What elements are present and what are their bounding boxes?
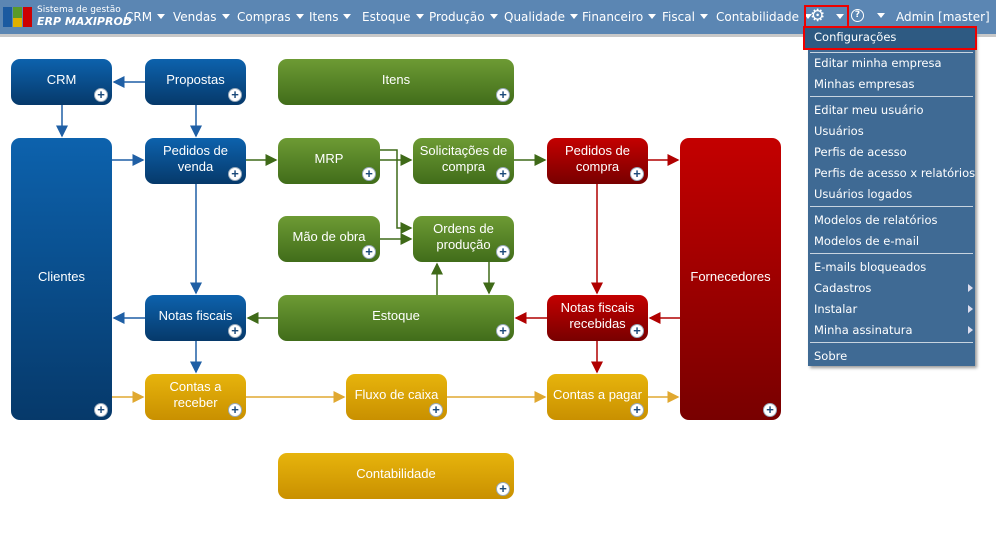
plus-icon[interactable]: + <box>630 403 644 417</box>
menu-divider <box>810 342 973 343</box>
nav-financeiro[interactable]: Financeiro <box>582 10 657 24</box>
menu-item-sobre[interactable]: Sobre <box>814 349 848 363</box>
plus-icon[interactable]: + <box>362 245 376 259</box>
chevron-right-icon <box>968 326 973 334</box>
erp-logo[interactable] <box>3 7 33 27</box>
plus-icon[interactable]: + <box>94 88 108 102</box>
flow-box-fluxo-de-caixa[interactable]: Fluxo de caixa+ <box>346 374 447 420</box>
plus-icon[interactable]: + <box>496 324 510 338</box>
menu-item-configuracoes[interactable]: Configurações <box>814 30 897 44</box>
plus-icon[interactable]: + <box>429 403 443 417</box>
gear-icon: ⚙ <box>810 6 826 26</box>
caret-down-icon <box>221 14 230 19</box>
menu-item-usuarios[interactable]: Usuários <box>814 124 864 138</box>
menu-item-perfis-de-acesso[interactable]: Perfis de acesso <box>814 145 907 159</box>
flow-box-mrp[interactable]: MRP+ <box>278 138 380 184</box>
plus-icon[interactable]: + <box>228 88 242 102</box>
caret-down-icon <box>570 14 579 19</box>
flow-box-solicitacoes-de-compra[interactable]: Solicitações de compra+ <box>413 138 514 184</box>
menu-divider <box>810 253 973 254</box>
nav-itens[interactable]: Itens <box>309 10 352 24</box>
plus-icon[interactable]: + <box>630 167 644 181</box>
nav-qualidade[interactable]: Qualidade <box>504 10 579 24</box>
nav-fiscal[interactable]: Fiscal <box>662 10 708 24</box>
chevron-right-icon <box>968 284 973 292</box>
caret-down-icon <box>157 14 166 19</box>
caret-down-icon <box>415 14 424 19</box>
menu-divider <box>810 96 973 97</box>
flow-box-mao-de-obra[interactable]: Mão de obra+ <box>278 216 380 262</box>
caret-down-icon <box>295 14 304 19</box>
flow-box-fornecedores[interactable]: Fornecedores+ <box>680 138 781 420</box>
flow-box-pedidos-de-venda[interactable]: Pedidos de venda+ <box>145 138 246 184</box>
nav-compras[interactable]: Compras <box>237 10 304 24</box>
menu-divider <box>810 52 973 53</box>
caret-down-icon <box>343 14 352 19</box>
configuracoes-highlight <box>803 26 977 50</box>
plus-icon[interactable]: + <box>496 88 510 102</box>
menu-item-modelos-de-relatorios[interactable]: Modelos de relatórios <box>814 213 938 227</box>
flow-box-notas-fiscais-recebidas[interactable]: Notas fiscais recebidas+ <box>547 295 648 341</box>
flow-box-crm[interactable]: CRM+ <box>11 59 112 105</box>
nav-contabilidade[interactable]: Contabilidade <box>716 10 812 24</box>
flow-box-contas-a-pagar[interactable]: Contas a pagar+ <box>547 374 648 420</box>
plus-icon[interactable]: + <box>362 167 376 181</box>
caret-down-icon <box>648 14 657 19</box>
caret-down-icon <box>803 14 812 19</box>
flow-box-contas-a-receber[interactable]: Contas a receber+ <box>145 374 246 420</box>
menu-item-perfis-de-acesso-x-relatorios[interactable]: Perfis de acesso x relatórios <box>814 166 976 180</box>
caret-down-icon <box>699 14 708 19</box>
plus-icon[interactable]: + <box>228 167 242 181</box>
menu-item-minha-assinatura[interactable]: Minha assinatura <box>814 323 973 337</box>
plus-icon[interactable]: + <box>630 324 644 338</box>
menu-item-usuarios-logados[interactable]: Usuários logados <box>814 187 913 201</box>
menu-item-minhas-empresas[interactable]: Minhas empresas <box>814 77 915 91</box>
menu-item-cadastros[interactable]: Cadastros <box>814 281 973 295</box>
plus-icon[interactable]: + <box>496 482 510 496</box>
flow-box-itens[interactable]: Itens+ <box>278 59 514 105</box>
plus-icon[interactable]: + <box>763 403 777 417</box>
flow-box-ordens-de-producao[interactable]: Ordens de produção+ <box>413 216 514 262</box>
caret-down-icon <box>489 14 498 19</box>
flow-box-pedidos-de-compra[interactable]: Pedidos de compra+ <box>547 138 648 184</box>
menu-item-editar-minha-empresa[interactable]: Editar minha empresa <box>814 56 942 70</box>
question-circle-icon: ? <box>851 9 864 22</box>
flow-box-propostas[interactable]: Propostas+ <box>145 59 246 105</box>
menu-item-modelos-de-email[interactable]: Modelos de e-mail <box>814 234 920 248</box>
plus-icon[interactable]: + <box>496 245 510 259</box>
menu-item-editar-meu-usuario[interactable]: Editar meu usuário <box>814 103 924 117</box>
chevron-right-icon <box>968 305 973 313</box>
nav-vendas[interactable]: Vendas <box>173 10 230 24</box>
plus-icon[interactable]: + <box>94 403 108 417</box>
flow-box-estoque[interactable]: Estoque+ <box>278 295 514 341</box>
nav-produção[interactable]: Produção <box>429 10 498 24</box>
nav-estoque[interactable]: Estoque <box>362 10 424 24</box>
flow-box-contabilidade[interactable]: Contabilidade+ <box>278 453 514 499</box>
menu-item-emails-bloqueados[interactable]: E-mails bloqueados <box>814 260 927 274</box>
plus-icon[interactable]: + <box>496 167 510 181</box>
user-menu[interactable]: Admin [master] <box>896 10 990 24</box>
flow-box-clientes[interactable]: Clientes+ <box>11 138 112 420</box>
menu-item-instalar[interactable]: Instalar <box>814 302 973 316</box>
flow-box-notas-fiscais[interactable]: Notas fiscais+ <box>145 295 246 341</box>
plus-icon[interactable]: + <box>228 403 242 417</box>
plus-icon[interactable]: + <box>228 324 242 338</box>
nav-crm[interactable]: CRM <box>125 10 166 24</box>
menu-divider <box>810 206 973 207</box>
help-menu-button[interactable]: ? <box>851 9 885 23</box>
